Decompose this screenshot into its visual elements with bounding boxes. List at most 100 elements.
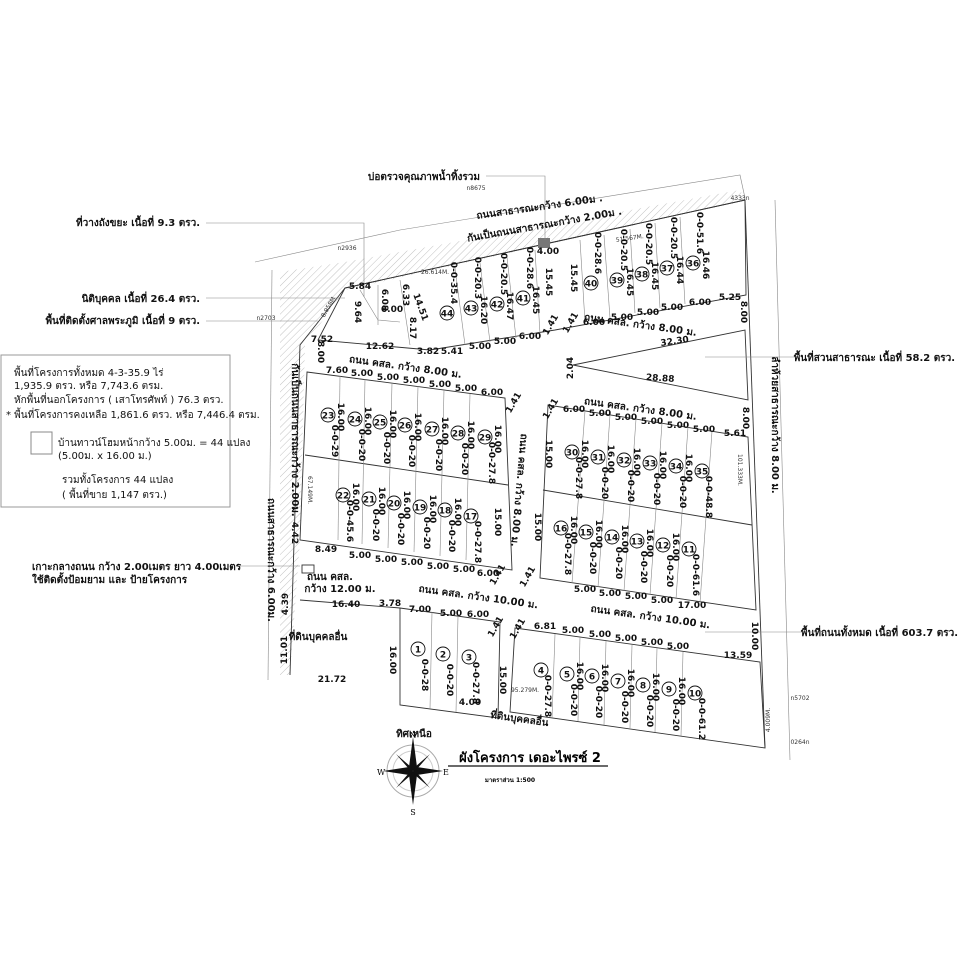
dimension-label: 5.00	[469, 342, 491, 352]
dimension-label: 28.88	[646, 373, 675, 385]
callout-garbage: ที่วางถังขยะ เนื้อที่ 9.3 ตรว.	[76, 215, 200, 229]
dimension-label: 8.49	[315, 545, 337, 555]
lot-1[interactable]: 10-0-28	[410, 641, 429, 691]
dimension-label: 5.00	[589, 630, 611, 640]
dimension-label: 51.567M.	[615, 233, 644, 244]
lot-number: 11	[683, 546, 696, 556]
dimension-label: 5.00	[641, 417, 663, 427]
lot-area: 0-0-20	[613, 547, 623, 580]
dimension-label: 11.01	[280, 636, 290, 664]
lot-area: 0-0-20	[459, 443, 469, 476]
lot-2[interactable]: 20-0-20	[435, 646, 454, 696]
lot-30[interactable]: 300-0-27.816.00	[564, 440, 589, 499]
dimension-label: 5.00	[615, 634, 637, 644]
lot-number: 3	[466, 654, 472, 664]
lot-10[interactable]: 100-0-61.2	[687, 685, 706, 740]
dimension-label: 1.41	[561, 311, 581, 335]
callout-island-2: ใช้ติดตั้งป้อมยาม และ ป้ายโครงการ	[32, 572, 188, 586]
dimension-label: 5.00	[494, 337, 516, 347]
lot-39[interactable]: 390-0-20.516.45	[609, 229, 634, 296]
road-island	[301, 564, 315, 574]
lot-area: 0-0-20	[381, 432, 391, 465]
lot-depth: 16.00	[376, 487, 386, 515]
lot-depth: 16.00	[579, 440, 589, 468]
dimension-label: 5.00	[667, 421, 689, 431]
compass-rose-icon: N E S W	[377, 731, 449, 817]
lot-number-circle	[463, 300, 479, 316]
lot-area: 0-0-20	[644, 695, 654, 728]
lot-number-circle	[578, 524, 594, 540]
lot-11[interactable]: 110-0-61.6	[681, 541, 700, 596]
lot-divider	[455, 615, 459, 713]
lot-29[interactable]: 290-0-27.816.00	[477, 425, 502, 484]
dimension-label: 15.00	[497, 666, 507, 694]
dimension-label: 1.41	[541, 313, 561, 337]
lot-area: 0-0-20	[638, 551, 648, 584]
lot-41[interactable]: 410-0-28.616.45	[515, 247, 540, 314]
lot-number: 10	[689, 690, 702, 700]
lot-36[interactable]: 360-0-51.616.46	[685, 212, 710, 279]
lot-38[interactable]: 380-0-20.516.45	[634, 223, 659, 290]
lot-44[interactable]: 440-0-35.4	[439, 262, 458, 321]
lot-area: 0-0-20	[433, 439, 443, 472]
dimension-label: 15.00	[532, 513, 542, 541]
lot-number: 16	[555, 525, 568, 535]
lot-number-circle	[439, 305, 455, 321]
lot-number-circle	[604, 529, 620, 545]
lot-number: 19	[414, 504, 427, 514]
lot-number: 37	[661, 265, 674, 275]
dimension-label: 5.00	[589, 409, 611, 419]
lot-22[interactable]: 220-0-45.616.00	[335, 483, 360, 542]
lot-40[interactable]: 400-0-28.6	[583, 232, 602, 291]
callout-juristic: นิติบุคคล เนื้อที่ 26.4 ตรว.	[82, 291, 200, 305]
lot-area: 0-0-20.3	[472, 257, 482, 299]
lot-4[interactable]: 40-0-27.8	[533, 662, 552, 717]
lot-35[interactable]: 350-0-48.8	[694, 463, 713, 518]
survey-marker: n8675	[466, 185, 485, 192]
callout-island-1: เกาะกลางถนน กว้าง 2.00เมตร ยาว 4.00เมตร	[32, 561, 242, 573]
lot-number-circle	[553, 520, 569, 536]
lot-number: 43	[465, 305, 478, 315]
lot-depth: 16.47	[504, 292, 514, 320]
dimension-label: 4.42	[289, 522, 299, 544]
dimension-label: 5.00	[625, 592, 647, 602]
lot-area: 0-0-27.8	[573, 457, 583, 499]
lot-43[interactable]: 430-0-20.316.20	[463, 257, 488, 324]
dimension-label: 5.00	[574, 585, 596, 595]
lot-number: 12	[657, 542, 670, 552]
lot-area: 0-0-20	[593, 686, 603, 719]
lot-42[interactable]: 420-0-20.516.47	[489, 253, 514, 320]
lot-number: 24	[349, 416, 362, 426]
lot-number: 44	[441, 310, 454, 320]
compass-e: E	[443, 768, 449, 777]
lot-16[interactable]: 160-0-27.816.00	[553, 516, 578, 575]
lot-area: 0-0-20	[587, 542, 597, 575]
callout-wastewater: บ่อตรวจคุณภาพน้ำทิ้งรวม	[368, 169, 480, 183]
lot-17[interactable]: 170-0-27.8	[463, 508, 482, 563]
lot-37[interactable]: 370-0-20.516.44	[659, 217, 684, 284]
lot-3[interactable]: 30-0-27.8	[461, 649, 480, 704]
